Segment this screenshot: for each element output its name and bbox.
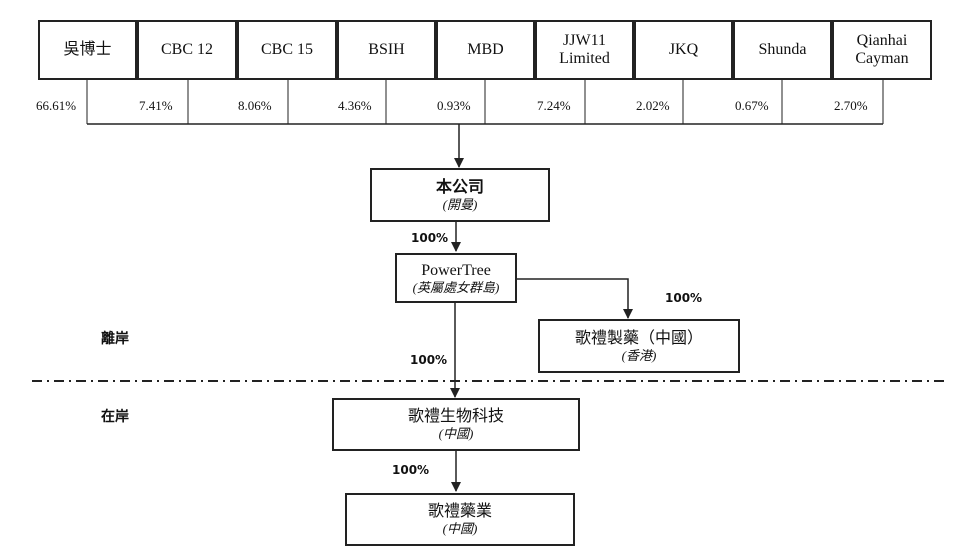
gl-pharma-subtitle: (中國) bbox=[442, 521, 478, 536]
shareholder-name: MBD bbox=[467, 41, 504, 58]
pct-shunda: 0.67% bbox=[735, 98, 769, 113]
shareholder-box-qianhai: Qianhai Cayman bbox=[832, 20, 932, 80]
pct-cbc12: 7.41% bbox=[139, 98, 173, 113]
shareholder-name: Shunda bbox=[758, 41, 807, 58]
shareholder-name: JKQ bbox=[668, 41, 699, 58]
pct-cbc15: 8.06% bbox=[238, 98, 272, 113]
onshore-label: 在岸 bbox=[101, 409, 129, 425]
company-box: 本公司 (開曼) bbox=[370, 168, 550, 222]
pct-dr-wu: 66.61% bbox=[36, 98, 77, 113]
shareholder-name: BSIH bbox=[368, 41, 405, 58]
shareholder-name: CBC 15 bbox=[260, 41, 313, 58]
shareholder-name: Qianhai Cayman bbox=[855, 32, 909, 67]
powertree-title: PowerTree bbox=[421, 261, 491, 279]
pct-bio-pharma: 100% bbox=[392, 463, 430, 477]
shareholder-name: JJW11 Limited bbox=[559, 32, 610, 67]
pct-bsih: 4.36% bbox=[338, 98, 372, 113]
powertree-box: PowerTree (英屬處女群島) bbox=[395, 253, 517, 303]
gl-hk-box: 歌禮製藥（中國） (香港) bbox=[538, 319, 740, 373]
pct-mbd: 0.93% bbox=[437, 98, 471, 113]
shareholder-box-jjw11: JJW11 Limited bbox=[535, 20, 634, 80]
offshore-label: 離岸 bbox=[101, 331, 129, 347]
pct-company-powertree: 100% bbox=[411, 231, 449, 245]
shareholder-name: 吳博士 bbox=[63, 41, 112, 58]
pct-powertree-bio: 100% bbox=[410, 353, 448, 367]
gl-bio-title: 歌禮生物科技 bbox=[407, 408, 504, 425]
gl-pharma-title: 歌禮藥業 bbox=[427, 503, 492, 520]
company-title: 本公司 bbox=[435, 178, 484, 196]
gl-hk-subtitle: (香港) bbox=[621, 347, 657, 363]
gl-pharma-box: 歌禮藥業 (中國) bbox=[345, 493, 575, 546]
shareholder-box-mbd: MBD bbox=[436, 20, 535, 80]
company-subtitle: (開曼) bbox=[442, 196, 478, 212]
gl-bio-subtitle: (中國) bbox=[438, 426, 474, 441]
shareholder-box-cbc12: CBC 12 bbox=[137, 20, 237, 80]
shareholder-box-cbc15: CBC 15 bbox=[237, 20, 337, 80]
shareholder-box-bsih: BSIH bbox=[337, 20, 436, 80]
shareholder-box-dr-wu: 吳博士 bbox=[38, 20, 137, 80]
shareholder-box-shunda: Shunda bbox=[733, 20, 832, 80]
gl-bio-box: 歌禮生物科技 (中國) bbox=[332, 398, 580, 451]
arrow-to-hk bbox=[512, 278, 633, 319]
shareholder-box-jkq: JKQ bbox=[634, 20, 733, 80]
pct-jkq: 2.02% bbox=[636, 98, 670, 113]
powertree-subtitle: (英屬處女群島) bbox=[412, 279, 500, 295]
pct-qianhai: 2.70% bbox=[834, 98, 868, 113]
shareholder-name: CBC 12 bbox=[160, 41, 213, 58]
pct-jjw11: 7.24% bbox=[537, 98, 571, 113]
pct-powertree-hk: 100% bbox=[665, 291, 703, 305]
gl-hk-title: 歌禮製藥（中國） bbox=[574, 329, 703, 347]
